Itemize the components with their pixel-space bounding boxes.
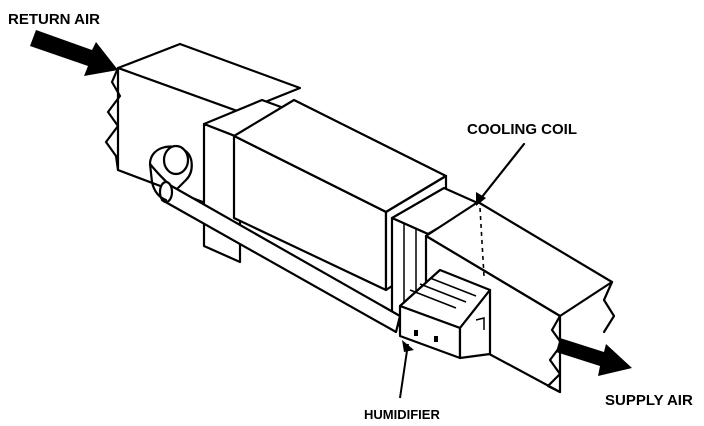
return-air-label: RETURN AIR (8, 11, 100, 28)
supply-air-arrow (556, 338, 632, 376)
cooling-coil-leader (476, 142, 526, 204)
cooling-coil-leader-arrowhead (476, 192, 486, 206)
humidifier-label: HUMIDIFIER (364, 407, 440, 422)
humidifier-supply-pipe (148, 144, 402, 334)
return-air-arrow (30, 30, 118, 76)
humidifier-unit (398, 268, 492, 360)
supply-duct (424, 200, 616, 394)
air-handler-box (232, 98, 448, 292)
humidifier-leader (399, 343, 409, 399)
cooling-coil-label: COOLING COIL (467, 121, 577, 138)
supply-air-label: SUPPLY AIR (605, 392, 693, 409)
humidifier-leader-arrowhead (402, 340, 414, 352)
